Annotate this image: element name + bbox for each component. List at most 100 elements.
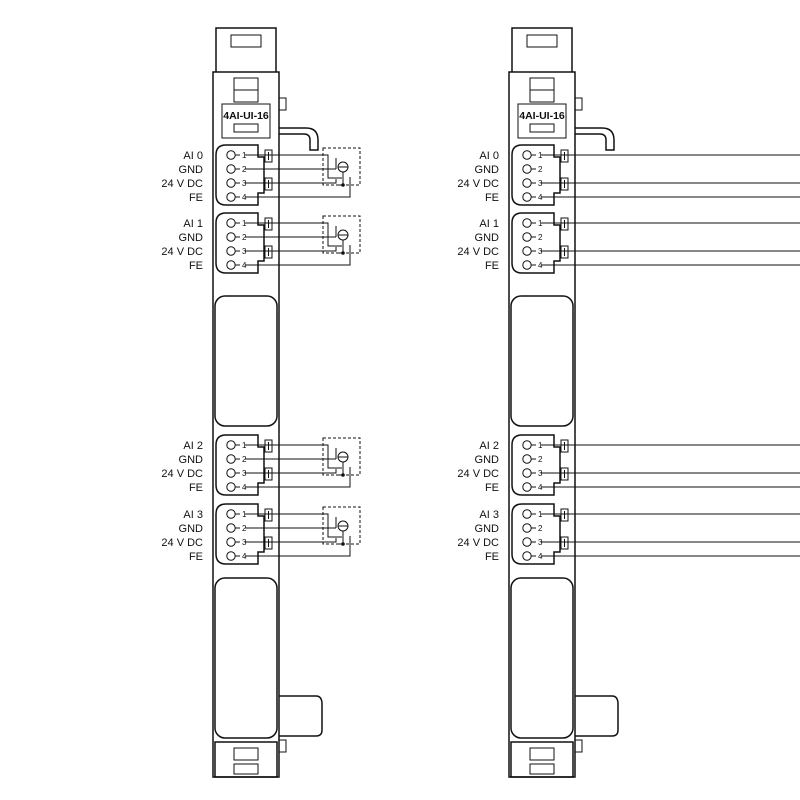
terminal-screw [226,218,236,228]
terminal-label: AI 0 [479,150,499,162]
junction-dot [341,542,345,546]
terminal-screw [522,509,532,519]
terminal-label: FE [485,192,499,204]
module-model-label: 4AI-UI-16 [223,110,269,122]
fe-wire [245,245,351,266]
fe-wire [245,177,351,198]
pin-number: 4 [242,552,247,561]
pin-number: 3 [538,247,543,256]
status-led [560,467,569,481]
terminal-label: GND [475,232,500,244]
bottom-latch [510,741,574,778]
terminal-screw [226,178,236,188]
terminal-screw [226,523,236,533]
status-led [264,149,273,163]
terminal-screw [226,468,236,478]
terminal-label: AI 3 [183,509,203,521]
status-led [560,536,569,550]
latch-window-bottom-2 [233,763,259,775]
pin-number: 2 [242,233,247,242]
terminal-label: GND [475,523,500,535]
latch-slot-top [526,34,558,48]
junction-dot [341,251,345,255]
terminal-label: 24 V DC [161,178,203,190]
pin-number: 2 [538,455,543,464]
din-hook-bottom [279,695,323,737]
terminal-label: 24 V DC [457,178,499,190]
status-led [264,467,273,481]
pin-number: 3 [242,179,247,188]
terminal-screw [226,440,236,450]
pin-number: 2 [538,233,543,242]
pin-number: 1 [538,151,543,160]
pin-number: 4 [538,483,543,492]
junction-dot [341,473,345,477]
connector-body [511,212,561,274]
fe-wire [245,467,351,488]
terminal-label: FE [485,260,499,272]
terminal-screw [226,164,236,174]
blank-panel-lower [214,577,278,739]
terminal-label: 24 V DC [457,537,499,549]
connector-body [511,144,561,206]
blank-panel-upper [214,295,278,427]
terminal-label: 24 V DC [161,468,203,480]
terminal-screw [226,454,236,464]
pin-number: 3 [242,538,247,547]
terminal-screw [522,537,532,547]
pin-number: 4 [538,552,543,561]
pin-number: 2 [242,165,247,174]
signal-wire [245,513,342,538]
status-led [264,508,273,522]
pin-number: 4 [242,193,247,202]
connector-body [215,434,265,496]
terminal-label: 24 V DC [457,468,499,480]
latch-window-bottom [529,747,555,761]
terminal-label: GND [179,523,204,535]
top-clip [279,97,287,111]
terminal-screw [226,537,236,547]
latch-slot-top [230,34,262,48]
supply-wire [245,247,337,252]
terminal-label: AI 0 [183,150,203,162]
terminal-screw [522,178,532,188]
connector-body [215,503,265,565]
connector-body [511,434,561,496]
pin-number: 2 [538,524,543,533]
terminal-label: GND [179,164,204,176]
terminal-screw [522,482,532,492]
terminal-screw [226,246,236,256]
pin-number: 4 [538,261,543,270]
connector-body [511,503,561,565]
terminal-screw [522,523,532,533]
pin-number: 4 [538,193,543,202]
connector-body [215,212,265,274]
pin-number: 1 [242,151,247,160]
fe-wire [541,264,800,266]
pin-number: 2 [242,455,247,464]
signal-wire [541,513,800,515]
pin-number: 3 [538,179,543,188]
supply-wire [245,469,337,474]
pin-number: 3 [242,247,247,256]
status-led [264,245,273,259]
terminal-label: AI 1 [479,218,499,230]
terminal-label: FE [189,551,203,563]
din-hook-bottom [575,695,619,737]
pin-number: 1 [242,219,247,228]
terminal-screw [522,164,532,174]
terminal-label: AI 2 [183,440,203,452]
terminal-screw [226,482,236,492]
status-led [560,439,569,453]
terminal-screw [522,454,532,464]
terminal-label: GND [179,232,204,244]
terminal-label: FE [189,482,203,494]
fe-wire [245,536,351,557]
